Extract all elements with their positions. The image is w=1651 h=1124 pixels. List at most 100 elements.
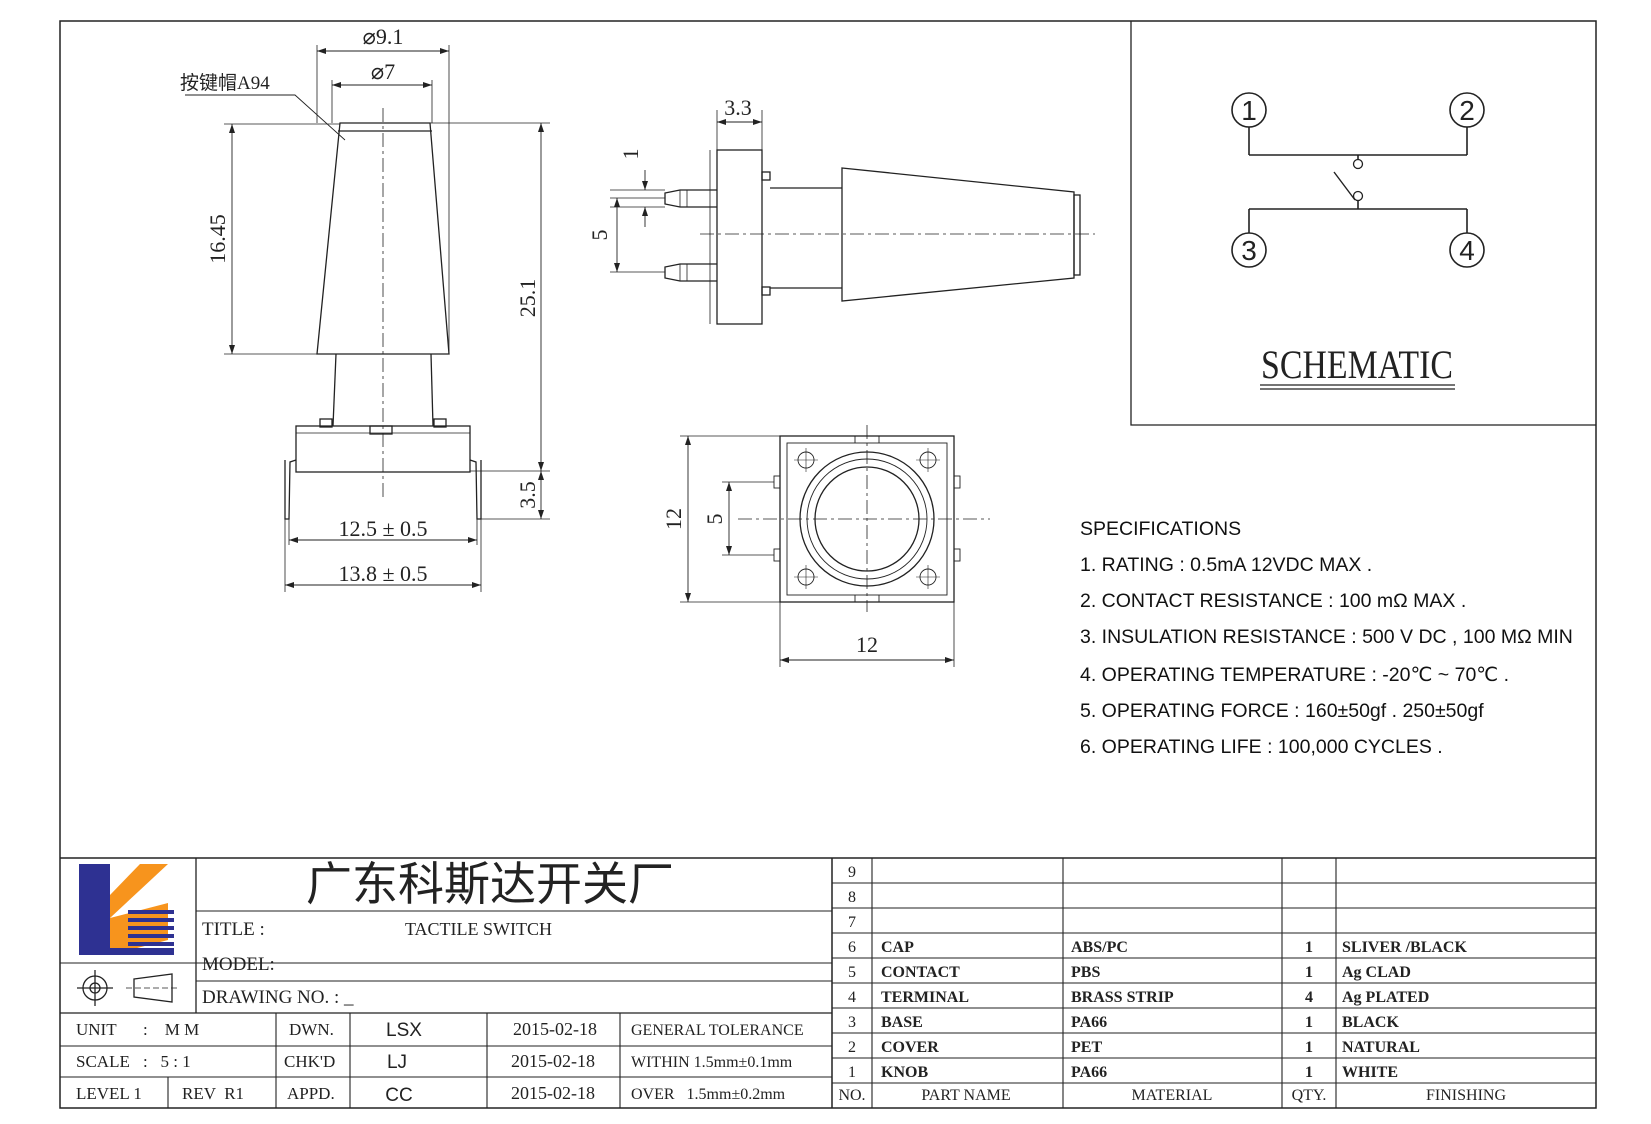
title-value: TACTILE SWITCH [405,919,552,939]
general-tolerance: GENERAL TOLERANCE [631,1022,804,1039]
bom-cell-material: BRASS STRIP [1071,989,1174,1006]
pin-3-circle [1231,232,1267,268]
bom-cell-finishing: Ag CLAD [1342,964,1411,981]
chkd-date: 2015-02-18 [511,1051,595,1071]
pin-4-label: 4 [1459,235,1475,266]
dwn-label: DWN. [289,1020,334,1039]
dim-inner-dia: ⌀7 [371,59,395,84]
bom-cell-finishing: Ag PLATED [1342,989,1429,1006]
bom-cell-qty: 1 [1305,1064,1313,1081]
spec-item: 6. OPERATING LIFE : 100,000 CYCLES . [1080,735,1443,758]
projection-symbol [77,970,178,1006]
schematic-title: SCHEMATIC [1261,342,1453,387]
bom-cell-finishing: SLIVER /BLACK [1342,939,1467,956]
dim-pin-thickness: 1 [618,149,643,160]
drawing-no-label: DRAWING NO. : _ [202,987,354,1008]
bom-header-finishing: FINISHING [1426,1087,1506,1104]
appd-name: CC [385,1085,412,1106]
company-name: 广东科斯达开关厂 [306,859,674,910]
bom-cell-qty: 1 [1305,964,1313,981]
spec-item: 2. CONTACT RESISTANCE : 100 mΩ MAX . [1080,590,1467,613]
pin-2-label: 2 [1459,95,1475,126]
schematic-box [1130,21,1596,426]
bom-cell-material: ABS/PC [1071,939,1128,956]
bom-cell-part: BASE [881,1014,923,1031]
scale-value: : 5 : 1 [143,1052,191,1071]
dim-side-pin-pitch: 5 [587,230,612,241]
bom-header-qty: QTY. [1292,1087,1327,1104]
company-logo [78,864,176,955]
front-view [185,45,550,592]
bom-cell-no: 9 [848,864,856,881]
bom-cell-part: TERMINAL [881,989,969,1006]
dim-top-width: 12 [856,632,878,657]
title-block [60,857,1596,1108]
dim-pin-height: 3.5 [515,481,540,509]
tolerance-within: WITHIN 1.5mm±0.1mm [631,1054,793,1071]
appd-label: APPD. [287,1084,335,1103]
pin-2-circle [1449,92,1485,128]
chkd-label: CHK'D [284,1052,335,1071]
bom-cell-qty: 1 [1305,939,1313,956]
chkd-name: LJ [387,1052,407,1073]
spec-item: 3. INSULATION RESISTANCE : 500 V DC , 10… [1080,626,1573,649]
bom-cell-no: 6 [848,939,856,956]
dim-total-height: 25.1 [515,279,540,318]
spec-item: 4. OPERATING TEMPERATURE : -20℃ ~ 70℃ . [1080,663,1510,686]
bom-cell-no: 2 [848,1039,856,1056]
dwn-name: LSX [386,1020,422,1041]
bom-cell-part: COVER [881,1039,939,1056]
spec-item: 1. RATING : 0.5mA 12VDC MAX . [1080,554,1373,576]
bom-cell-no: 4 [848,989,856,1006]
bom-cell-no: 3 [848,1014,856,1031]
switch-symbol [1231,92,1485,268]
bom-cell-material: PA66 [1071,1064,1107,1081]
bom-header-no: NO. [838,1087,865,1104]
bom-header-material: MATERIAL [1132,1087,1213,1104]
specifications-title: SPECIFICATIONS [1080,518,1242,540]
dwn-date: 2015-02-18 [513,1019,597,1039]
level-label: LEVEL 1 [76,1084,142,1103]
specifications: SPECIFICATIONS 1. RATING : 0.5mA 12VDC M… [1080,518,1600,772]
bom-cell-material: PBS [1071,964,1100,981]
bom-cell-material: PET [1071,1039,1102,1056]
dim-cap-height: 16.45 [205,214,230,264]
side-view [610,110,1095,325]
bom-cell-material: PA66 [1071,1014,1107,1031]
title-label: TITLE : [202,919,265,940]
bom-cell-part: CONTACT [881,964,960,981]
spec-item: 5. OPERATING FORCE : 160±50gf . 250±50gf [1080,699,1484,722]
dim-body-width: 12.5 ± 0.5 [338,516,427,541]
cap-callout: 按键帽A94 [180,72,270,94]
dim-top-height: 12 [661,508,686,530]
pin-1-circle [1231,92,1267,128]
bom-cell-finishing: BLACK [1342,1014,1399,1031]
bom-cell-no: 8 [848,889,856,906]
model-label: MODEL: [202,954,275,975]
dim-pin-width: 13.8 ± 0.5 [338,561,427,586]
bom-cell-part: KNOB [881,1064,928,1081]
pin-3-label: 3 [1241,235,1257,266]
bom-cell-finishing: WHITE [1342,1064,1398,1081]
top-view [680,425,990,667]
sheet-border [59,20,1597,1109]
tolerance-over: OVER 1.5mm±0.2mm [631,1086,786,1103]
unit-label: UNIT [76,1020,117,1039]
appd-date: 2015-02-18 [511,1083,595,1103]
bom-cell-finishing: NATURAL [1342,1039,1420,1056]
dim-outer-dia: ⌀9.1 [363,24,404,49]
bom-cell-qty: 4 [1305,989,1313,1006]
bom-cell-no: 5 [848,964,856,981]
bom-header-part: PART NAME [921,1087,1010,1104]
bom-cell-part: CAP [881,939,914,956]
unit-value: : M M [143,1020,199,1039]
pin-1-label: 1 [1241,95,1257,126]
bom-cell-qty: 1 [1305,1014,1313,1031]
bom-cell-qty: 1 [1305,1039,1313,1056]
bom-cell-no: 1 [848,1064,856,1081]
dim-top-pin-pitch: 5 [702,514,727,525]
dim-body-depth: 3.3 [724,95,752,120]
scale-label: SCALE [76,1052,130,1071]
